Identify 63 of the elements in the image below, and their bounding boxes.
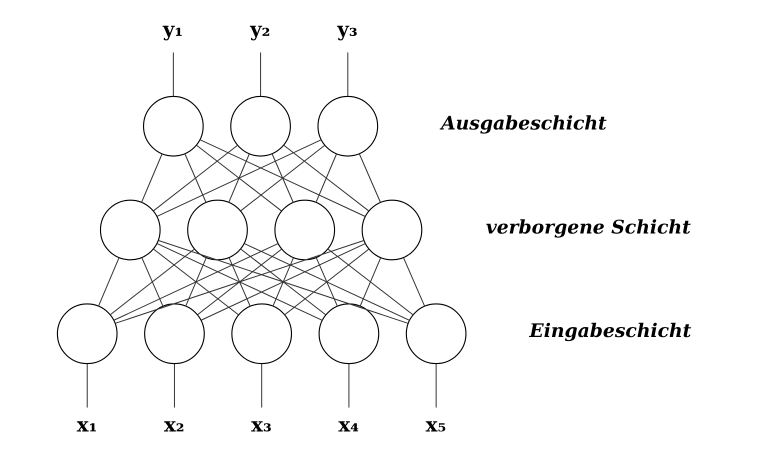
- connector: [228, 257, 250, 307]
- connector: [240, 248, 326, 316]
- connector: [402, 257, 425, 307]
- node-circle: [230, 96, 290, 157]
- connector: [173, 363, 174, 408]
- connector: [272, 257, 294, 307]
- connector: [156, 243, 322, 321]
- connector: [152, 248, 238, 316]
- connector: [282, 144, 369, 212]
- connector: [199, 139, 366, 217]
- node-text: y₁: [162, 17, 183, 42]
- node-text: x₁: [76, 412, 97, 436]
- node-circle: [318, 303, 379, 364]
- connector: [184, 154, 206, 203]
- connector: [358, 154, 380, 203]
- label: verborgene Schicht: [485, 216, 690, 238]
- connector: [109, 248, 195, 316]
- node-circle: [99, 200, 160, 260]
- connector: [158, 240, 408, 324]
- node-circle: [230, 303, 292, 364]
- connector: [260, 363, 262, 408]
- connector: [314, 154, 336, 203]
- connector: [172, 52, 174, 97]
- connector: [346, 52, 348, 97]
- connector: [184, 257, 206, 307]
- connector: [435, 363, 436, 408]
- node-circle: [316, 96, 378, 157]
- node-circle: [361, 200, 422, 260]
- node-circle: [405, 303, 466, 364]
- label: Eingabeschicht: [528, 320, 691, 342]
- node-text: x₄: [338, 412, 358, 436]
- connector: [284, 248, 369, 316]
- connector: [86, 363, 88, 408]
- connector: [240, 144, 325, 212]
- connector: [200, 243, 366, 321]
- connector: [140, 257, 163, 307]
- node-text: x₂: [163, 412, 184, 436]
- node-text: x₃: [250, 412, 272, 436]
- node-text: y₂: [250, 17, 270, 42]
- label: Ausgabeschicht: [440, 112, 606, 135]
- connector: [196, 248, 282, 316]
- connector: [196, 144, 282, 212]
- connector: [152, 144, 238, 212]
- connector: [97, 257, 119, 307]
- node-circle: [56, 303, 118, 364]
- connector: [348, 363, 349, 408]
- connector: [114, 240, 364, 324]
- connector: [271, 154, 294, 203]
- node-circle: [186, 200, 248, 260]
- connector: [140, 154, 162, 203]
- connector: [260, 52, 261, 97]
- node-circle: [144, 303, 204, 364]
- node-text: y₃: [336, 17, 358, 42]
- node-circle: [142, 96, 204, 157]
- connector: [243, 243, 410, 321]
- connector: [228, 154, 250, 203]
- connector: [315, 257, 338, 307]
- node-circle: [274, 200, 335, 260]
- connector: [359, 257, 381, 307]
- connector: [326, 248, 413, 316]
- connector: [113, 243, 278, 321]
- node-text: x₅: [425, 412, 446, 436]
- connector: [156, 139, 322, 217]
